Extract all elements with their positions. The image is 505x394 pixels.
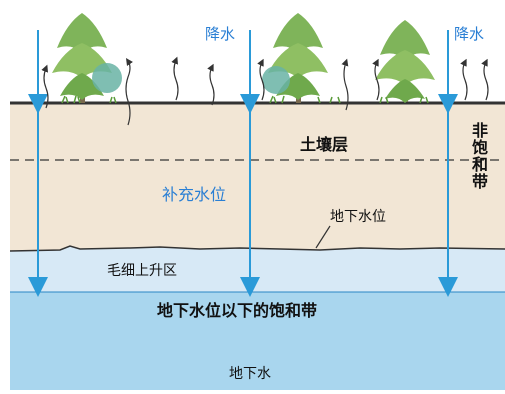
rain-label: 降水 xyxy=(454,25,485,43)
saturated-zone xyxy=(10,292,505,390)
rain-label: 降水 xyxy=(205,25,236,43)
tree-icon xyxy=(52,13,122,103)
capillary-zone xyxy=(10,246,505,292)
capillary-zone-label: 毛细上升区 xyxy=(107,263,177,279)
tree-icon xyxy=(375,20,435,103)
tree-icon xyxy=(262,13,328,103)
unsaturated-zone-label: 非饱和带 xyxy=(469,122,488,190)
rain-arrows xyxy=(28,30,458,297)
water-table-label: 地下水位 xyxy=(330,209,386,225)
water-table-line xyxy=(9,245,505,252)
evaporation-arrow-icon xyxy=(41,56,489,126)
recharge-level-label: 补充水位 xyxy=(162,185,227,204)
water-table-pointer xyxy=(315,225,331,249)
soil-layer-label: 土壤层 xyxy=(300,135,349,154)
soil-zone xyxy=(10,103,505,251)
saturated-zone-label: 地下水位以下的饱和带 xyxy=(157,301,318,320)
grass xyxy=(61,95,429,104)
groundwater-label: 地下水 xyxy=(229,366,271,382)
